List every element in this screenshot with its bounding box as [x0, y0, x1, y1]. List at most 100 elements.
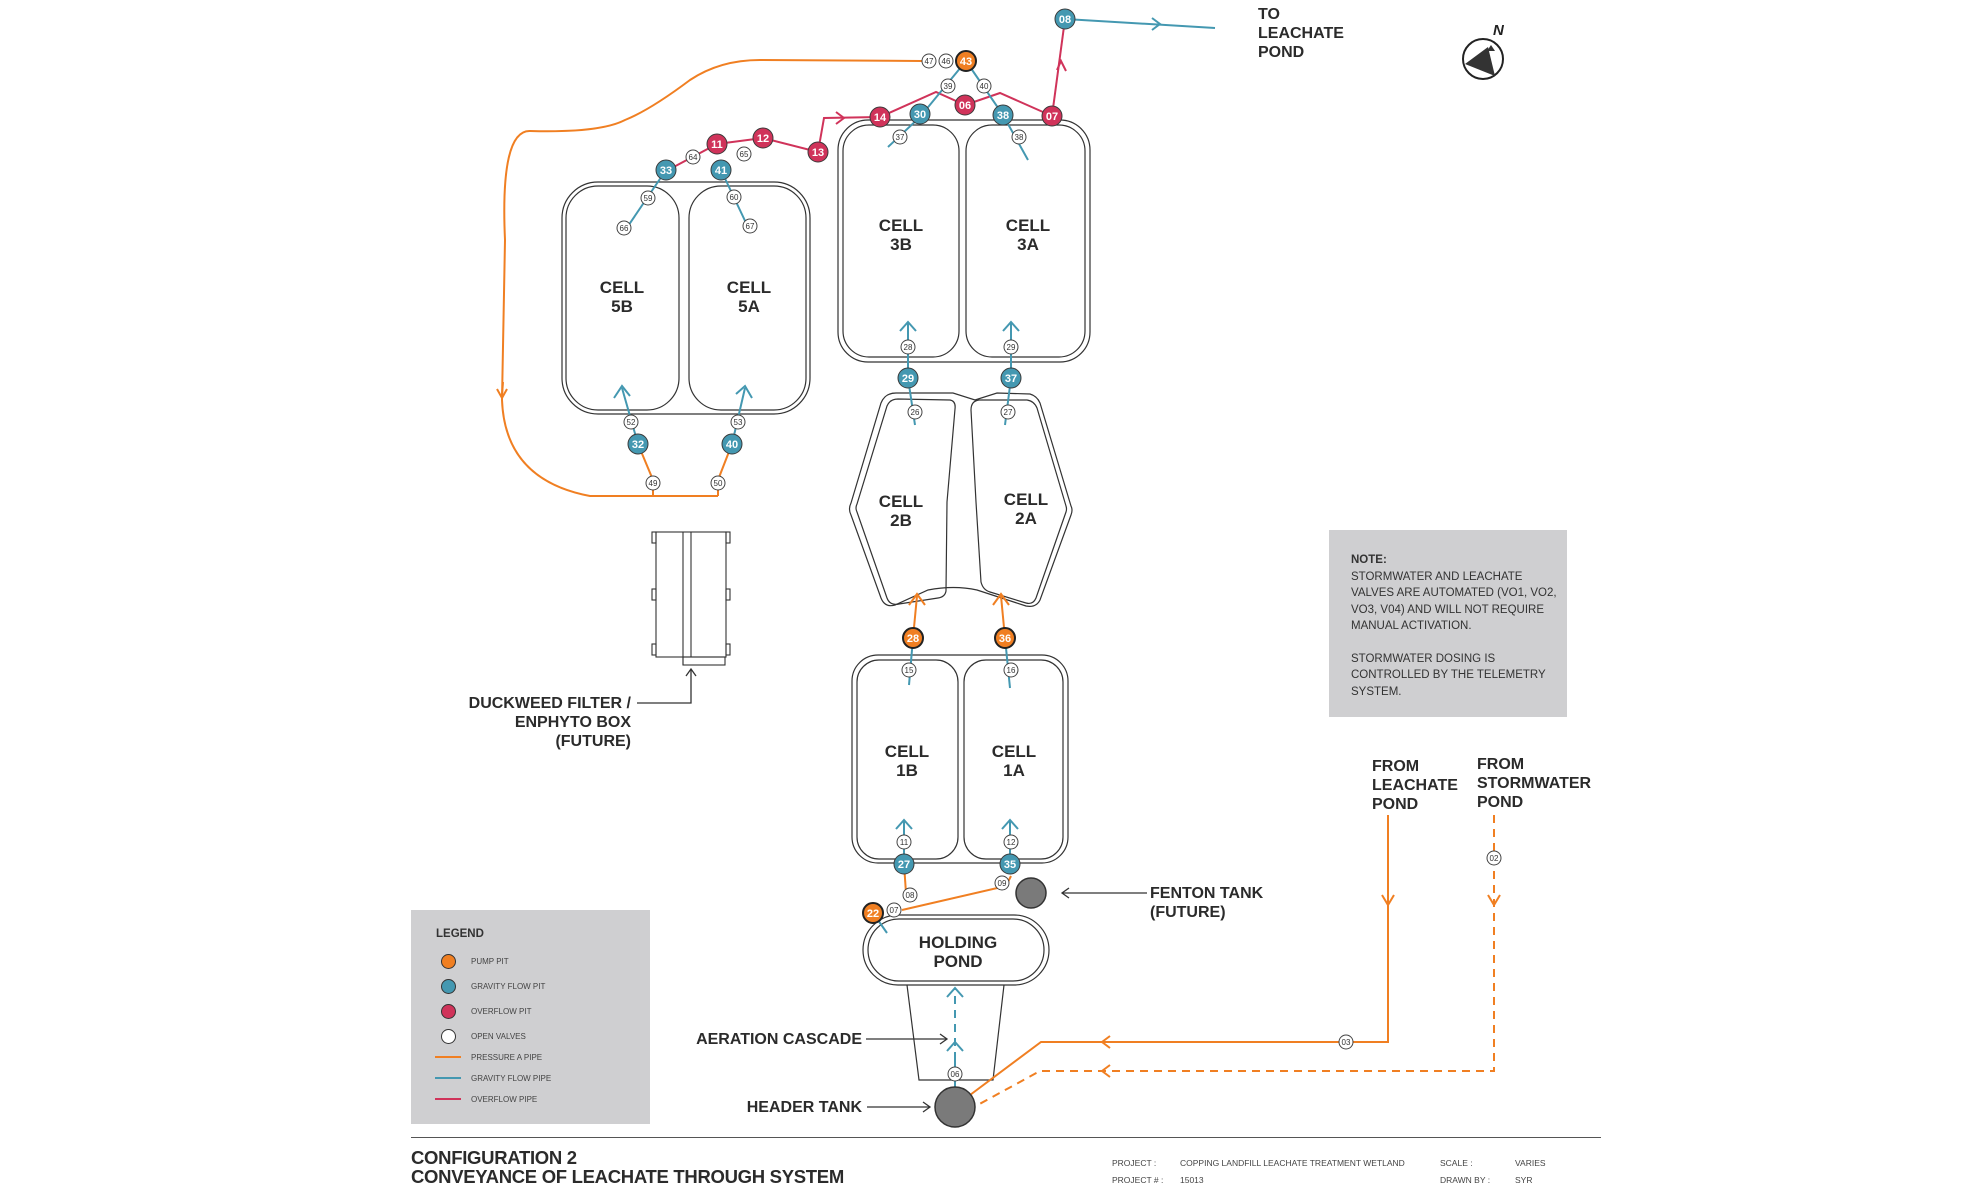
valve-number: 37 [896, 133, 905, 142]
pump-pit-43: 43 [955, 50, 977, 72]
cell-5a-outline [688, 185, 807, 411]
drawn-by-label: DRAWN BY : [1440, 1175, 1491, 1185]
open-valve-09: 09 [994, 875, 1010, 891]
open-valve-27: 27 [1000, 404, 1016, 420]
legend-label: OVERFLOW PIPE [471, 1094, 538, 1104]
valve-circle [1003, 339, 1019, 355]
valve-circle [892, 129, 908, 145]
pit-number: 13 [812, 147, 824, 159]
pit-circle [897, 367, 919, 389]
valve-number: 66 [620, 224, 629, 233]
pit-number: 36 [999, 633, 1011, 645]
arrow-icon [1487, 894, 1501, 907]
valve-number: 02 [1490, 854, 1499, 863]
valve-circle [1003, 834, 1019, 850]
pump-pit-28: 28 [902, 627, 924, 649]
pit-circle [627, 433, 649, 455]
valve-circle [907, 404, 923, 420]
valve-circle [726, 189, 742, 205]
valve-number: 11 [900, 838, 909, 847]
valve-number: 12 [1007, 838, 1016, 847]
open-valve-26: 26 [907, 404, 923, 420]
valve-number: 15 [905, 666, 914, 675]
note-title: NOTE: [1351, 554, 1387, 566]
pit-number: 22 [867, 908, 879, 920]
arrow-icon [946, 986, 964, 998]
note-paragraph-1: STORMWATER AND LEACHATE VALVES ARE AUTOM… [1351, 570, 1557, 633]
drawn-by-value: SYR [1515, 1175, 1533, 1185]
pit-number: 14 [874, 112, 887, 124]
pit-number: 35 [1004, 859, 1016, 871]
valve-circle [921, 53, 937, 69]
open-valve-07: 07 [886, 902, 902, 918]
valve-number: 08 [906, 891, 915, 900]
legend-label: OVERFLOW PIT [471, 1006, 532, 1016]
open-valve-65: 65 [736, 146, 752, 162]
pit-circle [994, 627, 1016, 649]
legend-item-open-valves: OPEN VALVES [435, 1027, 526, 1045]
valve-number: 07 [890, 906, 899, 915]
legend-line-icon [435, 1098, 461, 1100]
valve-circle [900, 339, 916, 355]
pit-number: 38 [997, 110, 1009, 122]
pit-number: 08 [1059, 14, 1071, 26]
pit-number: 29 [902, 373, 914, 385]
valve-number: 06 [951, 1070, 960, 1079]
open-valve-39: 39 [940, 78, 956, 94]
valve-circle [1003, 662, 1019, 678]
legend-item-overflow-pit: OVERFLOW PIT [435, 1002, 531, 1020]
pit-circle [862, 902, 884, 924]
open-valve-12: 12 [1003, 834, 1019, 850]
north-arrow-icon: N [1462, 22, 1505, 80]
pit-number: 27 [898, 859, 910, 871]
open-valve-15: 15 [901, 662, 917, 678]
valve-circle [938, 53, 954, 69]
fenton-tank [1015, 877, 1047, 909]
valve-circle [623, 414, 639, 430]
arrow-icon [922, 1101, 932, 1113]
pit-circle [954, 94, 976, 116]
pit-circle [1054, 8, 1076, 30]
valve-circle [730, 414, 746, 430]
pit-number: 12 [757, 133, 769, 145]
pump-pit-36: 36 [994, 627, 1016, 649]
cell-3b-outline [842, 124, 960, 358]
pressure-pipe-1-to-22 [901, 875, 1012, 911]
drawing-title-line-2: CONVEYANCE OF LEACHATE THROUGH SYSTEM [411, 1166, 844, 1187]
valve-number: 47 [925, 57, 934, 66]
pit-circle [1000, 367, 1022, 389]
valve-number: 52 [627, 418, 636, 427]
legend-item-gravity-flow-pit: GRAVITY FLOW PIT [435, 977, 545, 995]
legend-dot-icon [440, 1028, 456, 1044]
cell-5b-outline [565, 185, 680, 411]
pit-circle [721, 433, 743, 455]
overflow-pit-13: 13 [807, 141, 829, 163]
pit-number: 37 [1005, 373, 1017, 385]
open-valve-03: 03 [1338, 1034, 1354, 1050]
valve-circle [1486, 850, 1502, 866]
legend-dot-icon [440, 978, 456, 994]
open-valve-59: 59 [640, 190, 656, 206]
valve-number: 67 [746, 222, 755, 231]
gravity-pit-30: 30 [909, 103, 931, 125]
valve-number: 03 [1342, 1038, 1351, 1047]
note-paragraph-2: STORMWATER DOSING IS CONTROLLED BY THE T… [1351, 652, 1546, 698]
open-valve-60: 60 [726, 189, 742, 205]
legend-dot-icon [440, 953, 456, 969]
drawing-title-line-1: CONFIGURATION 2 [411, 1147, 577, 1168]
project-number-label: PROJECT # : [1112, 1175, 1164, 1185]
open-valve-06: 06 [947, 1066, 963, 1082]
legend-label: PUMP PIT [471, 956, 509, 966]
open-valve-46: 46 [938, 53, 954, 69]
valve-circle [976, 78, 992, 94]
valve-circle [1000, 404, 1016, 420]
open-valve-16: 16 [1003, 662, 1019, 678]
project-number-value: 15013 [1180, 1175, 1204, 1185]
legend-item-gravity-flow-pipe: GRAVITY FLOW PIPE [435, 1069, 551, 1087]
pit-circle [869, 106, 891, 128]
